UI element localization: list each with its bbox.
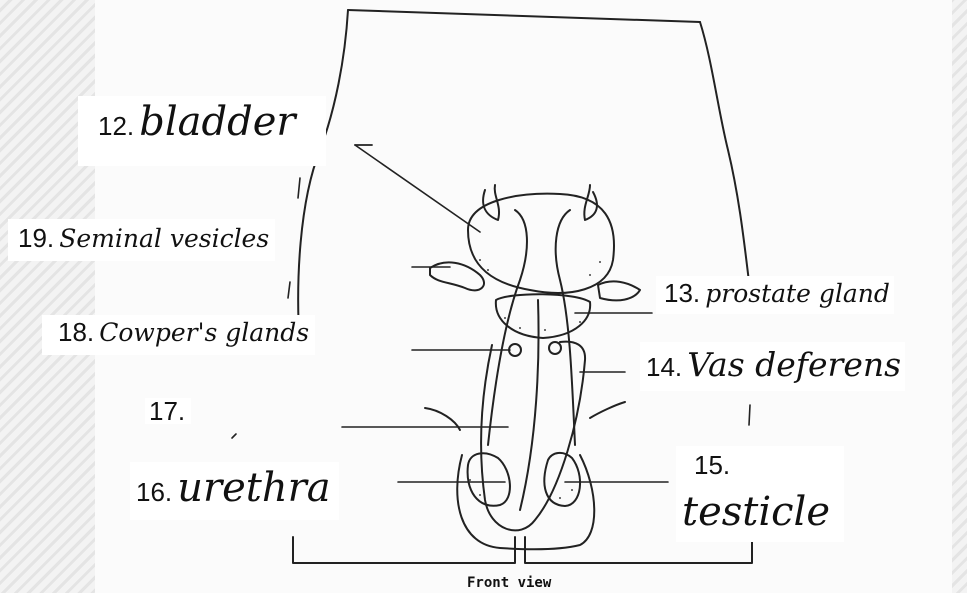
testicle-left [468, 453, 510, 506]
label-number: 14. [646, 352, 682, 382]
label-number: 18. [58, 317, 94, 347]
label-cowpers-glands: 18. Cowper's glands [42, 315, 315, 355]
label-17: 17. [145, 398, 191, 424]
label-urethra: 16. urethra [130, 462, 339, 520]
label-text: testicle [682, 492, 830, 532]
thigh-stroke-right [590, 402, 625, 418]
label-text: bladder [139, 99, 295, 145]
label-number: 16. [136, 477, 172, 507]
leader-line-bladder [355, 145, 480, 232]
pen-mark-2 [288, 282, 290, 298]
pen-mark-1 [298, 178, 300, 198]
label-number: 17. [149, 396, 185, 426]
body-outline-right [700, 22, 750, 290]
label-number: 12. [98, 111, 134, 141]
cowpers-gland-right [549, 342, 561, 354]
label-number: 15. [694, 452, 830, 478]
bladder-shape [468, 194, 614, 293]
body-outline-left [298, 10, 348, 350]
label-prostate-gland: 13. prostate gland [656, 276, 894, 314]
label-text: Seminal vesicles [59, 224, 269, 253]
label-text: Vas deferens [687, 345, 901, 384]
ureter-right [584, 185, 597, 220]
penis-midline [520, 300, 539, 510]
seminal-vesicle-right [598, 281, 640, 300]
label-text: urethra [177, 465, 330, 511]
label-text: Cowper's glands [99, 318, 309, 347]
label-vas-deferens: 14. Vas deferens [640, 342, 905, 391]
label-number: 19. [18, 223, 54, 253]
label-number: 13. [664, 278, 700, 308]
vas-deferens-right [556, 210, 575, 445]
caption-front-view: Front view [467, 575, 551, 591]
pen-mark-3 [232, 434, 236, 438]
label-testicle: 15. testicle [676, 446, 844, 542]
testicle-right [544, 453, 580, 506]
vas-deferens-left [488, 210, 527, 445]
label-text: prostate gland [705, 279, 890, 308]
label-bladder: 12. bladder [78, 96, 326, 166]
pen-mark-4 [749, 405, 750, 425]
label-seminal-vesicles: 19. Seminal vesicles [8, 219, 275, 261]
body-outline-top [348, 10, 700, 22]
